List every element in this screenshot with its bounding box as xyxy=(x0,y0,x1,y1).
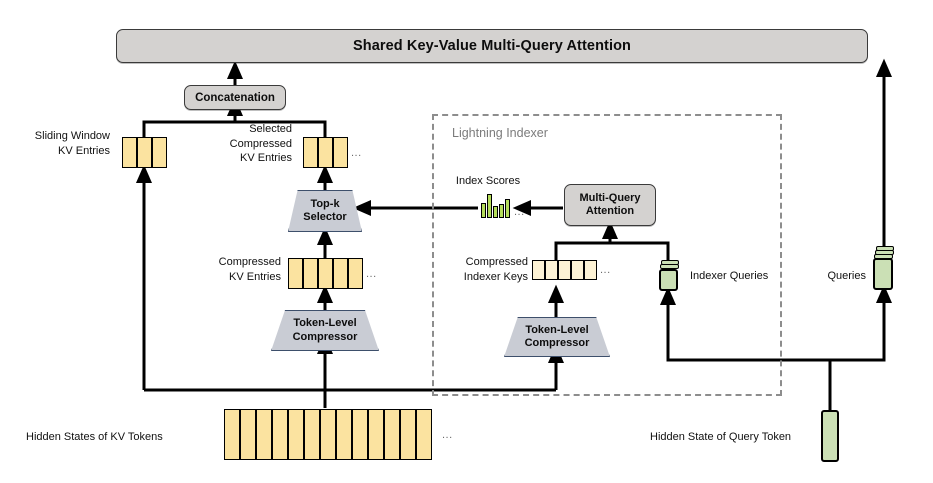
bus-query-token-to-indexer-queries xyxy=(666,300,830,362)
token-cell xyxy=(400,409,416,460)
token-level-compressor-indexer-block[interactable]: Token-Level Compressor xyxy=(504,317,610,357)
hidden-state-query-token-cell[interactable] xyxy=(821,410,839,462)
topk-selector-label-line1: Top-k xyxy=(310,197,340,210)
indexer-key-cell xyxy=(571,260,584,280)
compressor-idx-label-line2: Compressor xyxy=(524,337,590,349)
token-cell xyxy=(336,409,352,460)
indexer-queries-label: Indexer Queries xyxy=(690,270,769,282)
compressor-idx-label-line1: Token-Level xyxy=(525,323,589,336)
mqa-label-line2: Attention xyxy=(585,205,635,217)
kv-cell xyxy=(303,137,318,168)
token-cell xyxy=(288,409,304,460)
score-bar xyxy=(499,204,504,218)
compressor-kv-label-line1: Token-Level xyxy=(293,317,357,330)
kv-cell xyxy=(303,258,318,289)
token-cell xyxy=(304,409,320,460)
score-bar xyxy=(493,206,498,218)
indexer-key-cell xyxy=(558,260,571,280)
stack-sheet xyxy=(660,264,679,269)
token-cell xyxy=(368,409,384,460)
token-cell xyxy=(240,409,256,460)
token-cell xyxy=(352,409,368,460)
shared-kv-multi-query-attention-block[interactable]: Shared Key-Value Multi-Query Attention xyxy=(116,29,868,63)
index-scores-bar-chart: ... xyxy=(481,192,525,218)
kv-cell xyxy=(348,258,363,289)
ellipsis: ... xyxy=(514,206,525,218)
token-cell xyxy=(320,409,336,460)
compressed-indexer-keys-label: Compressed Indexer Keys xyxy=(463,256,528,283)
sliding-window-kv-entries-cells[interactable] xyxy=(122,137,167,168)
compressor-kv-label-line2: Compressor xyxy=(292,330,358,343)
stack-body xyxy=(659,269,678,291)
kv-cell xyxy=(152,137,167,168)
concatenation-block[interactable]: Concatenation xyxy=(184,85,286,110)
selected-compressed-kv-entries-label: Selected Compressed KV Entries xyxy=(229,123,292,165)
kv-cell xyxy=(318,137,333,168)
kv-cell xyxy=(288,258,303,289)
sliding-window-kv-entries-label: Sliding Window KV Entries xyxy=(34,130,110,157)
token-cell xyxy=(224,409,240,460)
indexer-key-cell xyxy=(532,260,545,280)
kv-cell xyxy=(333,258,348,289)
score-bar xyxy=(487,194,492,218)
mqa-label-line1: Multi-Query xyxy=(579,191,641,204)
token-cell xyxy=(256,409,272,460)
compressed-kv-entries-cells[interactable]: ... xyxy=(288,258,377,289)
kv-cell xyxy=(137,137,152,168)
score-bar xyxy=(505,199,510,218)
hidden-states-kv-tokens-cells[interactable]: ... xyxy=(224,409,453,460)
topk-selector-block[interactable]: Top-k Selector xyxy=(288,190,362,232)
ellipsis: ... xyxy=(366,267,377,280)
bus-query-token-to-queries xyxy=(828,300,886,410)
ellipsis: ... xyxy=(351,146,362,159)
kv-cell xyxy=(318,258,333,289)
token-cell xyxy=(384,409,400,460)
token-level-compressor-kv-block[interactable]: Token-Level Compressor xyxy=(271,310,379,351)
lightning-indexer-title: Lightning Indexer xyxy=(447,126,553,140)
multi-query-attention-block[interactable]: Multi-Query Attention xyxy=(564,184,656,226)
queries-stack[interactable] xyxy=(872,246,902,292)
selected-compressed-kv-entries-cells[interactable]: ... xyxy=(303,137,362,168)
stack-body xyxy=(873,258,893,290)
indexer-key-cell xyxy=(584,260,597,280)
hidden-state-query-token-label: Hidden State of Query Token xyxy=(650,431,792,443)
score-bar xyxy=(481,203,486,218)
compressed-indexer-keys-cells[interactable]: ... xyxy=(532,260,611,280)
lightning-indexer-region xyxy=(432,114,782,396)
topk-selector-label-line2: Selector xyxy=(303,211,347,223)
token-cell xyxy=(272,409,288,460)
indexer-queries-stack[interactable] xyxy=(658,260,684,292)
kv-cell xyxy=(333,137,348,168)
kv-cell xyxy=(122,137,137,168)
indexer-key-cell xyxy=(545,260,558,280)
hidden-states-kv-tokens-label: Hidden States of KV Tokens xyxy=(26,431,163,443)
compressed-kv-entries-label: Compressed KV Entries xyxy=(218,256,281,283)
queries-label: Queries xyxy=(827,270,866,282)
ellipsis: ... xyxy=(600,264,611,276)
ellipsis: ... xyxy=(442,428,453,441)
token-cell xyxy=(416,409,432,460)
index-scores-label: Index Scores xyxy=(455,175,521,187)
